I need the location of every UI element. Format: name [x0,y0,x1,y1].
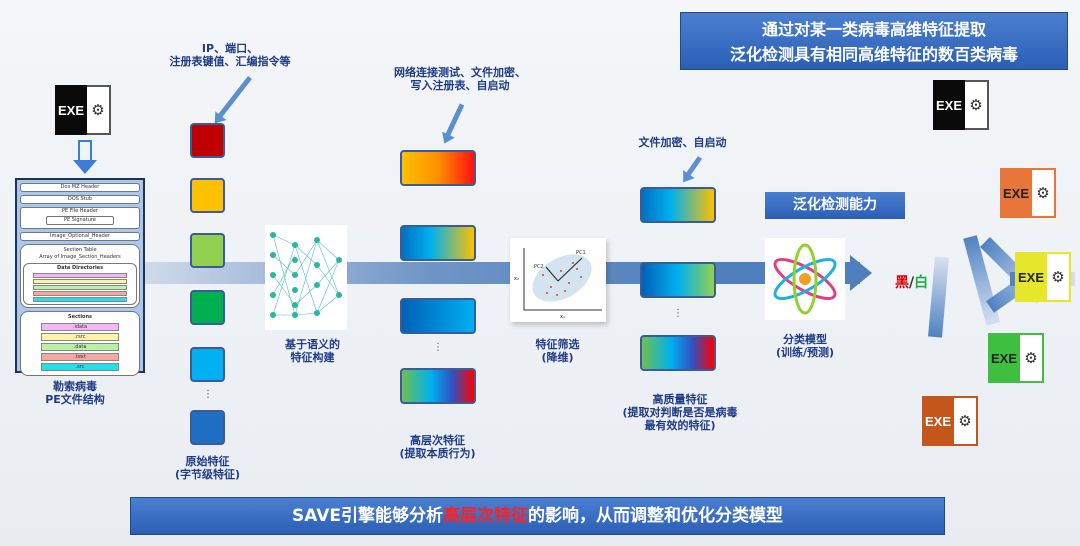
high-feature-bar [400,368,476,404]
quality-feature-bar [640,335,716,371]
quality-feature-bar [640,262,716,298]
ellipsis: ⋮ [433,342,443,353]
exe-file-icon: EXE⚙ [922,396,978,446]
gear-icon: ⚙ [1032,168,1056,218]
classification-model-image [765,238,845,320]
gear-icon: ⚙ [1020,333,1044,383]
exe-file-icon: EXE⚙ [988,333,1044,383]
pointer-arrow [685,156,703,177]
title-line-2: 泛化检测具有相同高维特征的数百类病毒 [729,45,1018,64]
raw-feature-note: IP、端口、注册表键值、汇编指令等 [169,42,291,68]
svg-text:PC2: PC2 [534,264,544,270]
gear-icon: ⚙ [87,85,111,135]
high-feature-bar [400,225,476,261]
quality-feature-note: 文件加密、自启动 [638,136,727,149]
exe-file-icon: EXE⚙ [1015,252,1071,302]
model-label: 分类模型(训练/预测) [775,333,835,359]
high-feature-note: 网络连接测试、文件加密、写入注册表、自启动 [394,66,526,92]
sample-arrow [928,256,949,338]
pca-image: PC1 PC2 x₁ x₂ [510,238,606,322]
high-feature-label: 高层次特征(提取本质行为) [399,434,476,460]
exe-file-icon: EXE⚙ [933,80,989,130]
raw-feature-block [190,290,225,325]
generalization-badge: 泛化检测能力 [765,192,905,219]
raw-feature-block [190,410,225,445]
ellipsis: ⋮ [203,389,213,400]
pca-label: 特征筛选(降维) [535,338,580,364]
pipeline-arrowhead [850,255,872,291]
quality-feature-label: 高质量特征(提取对判断是否是病毒最有效的特征) [622,393,738,432]
black-white-result: 黑/白 [895,275,929,291]
raw-feature-block [190,233,225,268]
raw-feature-block [190,347,225,382]
neural-network-image [265,225,347,330]
gear-icon: ⚙ [965,80,989,130]
neural-network-icon [270,232,342,318]
gear-icon: ⚙ [954,396,978,446]
bottom-banner: SAVE引擎能够分析高层次特征的影响，从而调整和优化分类模型 [130,497,945,535]
raw-feature-block [190,123,225,158]
exe-file-icon: EXE⚙ [1000,168,1056,218]
gear-icon: ⚙ [1047,252,1071,302]
down-arrow-icon [78,140,92,162]
exe-file-icon: EXE⚙ [55,85,111,135]
svg-text:PC1: PC1 [576,250,586,256]
ellipsis: ⋮ [673,308,683,319]
feature-pipeline [140,262,860,284]
high-feature-bar [400,298,476,334]
raw-feature-label: 原始特征(字节级特征) [174,455,241,481]
pca-scatter-icon: PC1 PC2 x₁ x₂ [514,248,602,320]
svg-text:x₁: x₁ [560,314,565,320]
high-feature-bar [400,150,476,186]
quality-feature-bar [640,187,716,223]
svg-text:x₂: x₂ [514,276,519,282]
down-arrow-head [73,160,97,174]
title-box: 通过对某一类病毒高维特征提取 泛化检测具有相同高维特征的数百类病毒 [680,12,1068,70]
raw-feature-block [190,178,225,213]
pointer-arrow [217,75,252,119]
title-line-1: 通过对某一类病毒高维特征提取 [761,20,986,39]
atom-icon [773,243,837,315]
pointer-arrow [444,103,465,138]
semantic-feature-label: 基于语义的特征构建 [285,338,340,364]
